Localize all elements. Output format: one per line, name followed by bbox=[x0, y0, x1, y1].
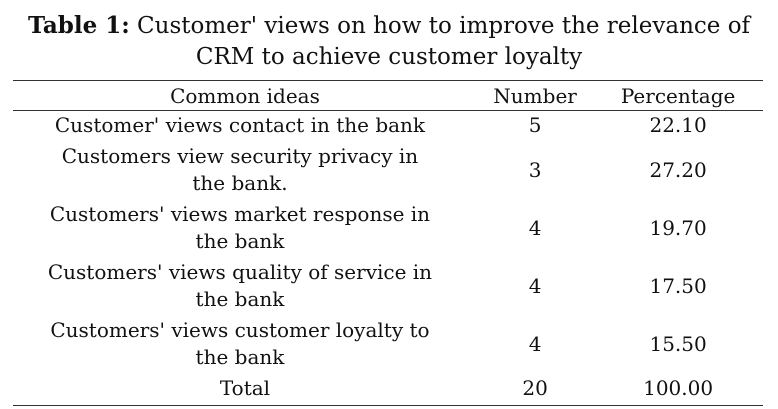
total-label-cell: Total bbox=[219, 376, 271, 400]
percentage-cell: 27.20 bbox=[649, 157, 707, 182]
idea-cell: Customers' views customer loyalty to the… bbox=[50, 318, 430, 369]
idea-cell: Customers view security privacy in the b… bbox=[61, 144, 419, 195]
percentage-cell: 22.10 bbox=[649, 113, 707, 137]
percentage-cell: 17.50 bbox=[649, 273, 707, 298]
table-row: Customers' views market response in the … bbox=[13, 200, 763, 258]
percentage-cell: 15.50 bbox=[649, 331, 707, 356]
table-row: Customers' views quality of service in t… bbox=[13, 258, 763, 316]
table-row: Customers view security privacy in the b… bbox=[13, 142, 763, 200]
table-caption: Table 1: Customer' views on how to impro… bbox=[0, 10, 778, 73]
caption-label: Table 1: bbox=[27, 12, 130, 39]
caption-text: Customer' views on how to improve the re… bbox=[129, 13, 751, 70]
number-cell: 4 bbox=[528, 331, 542, 356]
column-header-percentage: Percentage bbox=[620, 84, 736, 108]
total-number-cell: 20 bbox=[522, 376, 548, 400]
number-cell: 4 bbox=[528, 215, 542, 240]
column-header-common-ideas: Common ideas bbox=[170, 84, 320, 108]
idea-cell: Customers' views quality of service in t… bbox=[47, 260, 433, 311]
table-row: Customers' views customer loyalty to the… bbox=[13, 316, 763, 374]
number-cell: 3 bbox=[528, 157, 542, 182]
number-cell: 4 bbox=[528, 273, 542, 298]
header-row: Common ideas Number Percentage bbox=[13, 80, 763, 111]
column-header-number: Number bbox=[493, 84, 577, 108]
number-cell: 5 bbox=[528, 113, 542, 137]
table-row: Customer' views contact in the bank 5 22… bbox=[13, 111, 763, 143]
total-row: Total 20 100.00 bbox=[13, 374, 763, 406]
percentage-cell: 19.70 bbox=[649, 215, 707, 240]
idea-cell: Customer' views contact in the bank bbox=[54, 113, 426, 137]
idea-cell: Customers' views market response in the … bbox=[49, 202, 431, 253]
total-percentage-cell: 100.00 bbox=[643, 376, 714, 400]
data-table: Common ideas Number Percentage Customer'… bbox=[13, 80, 763, 406]
